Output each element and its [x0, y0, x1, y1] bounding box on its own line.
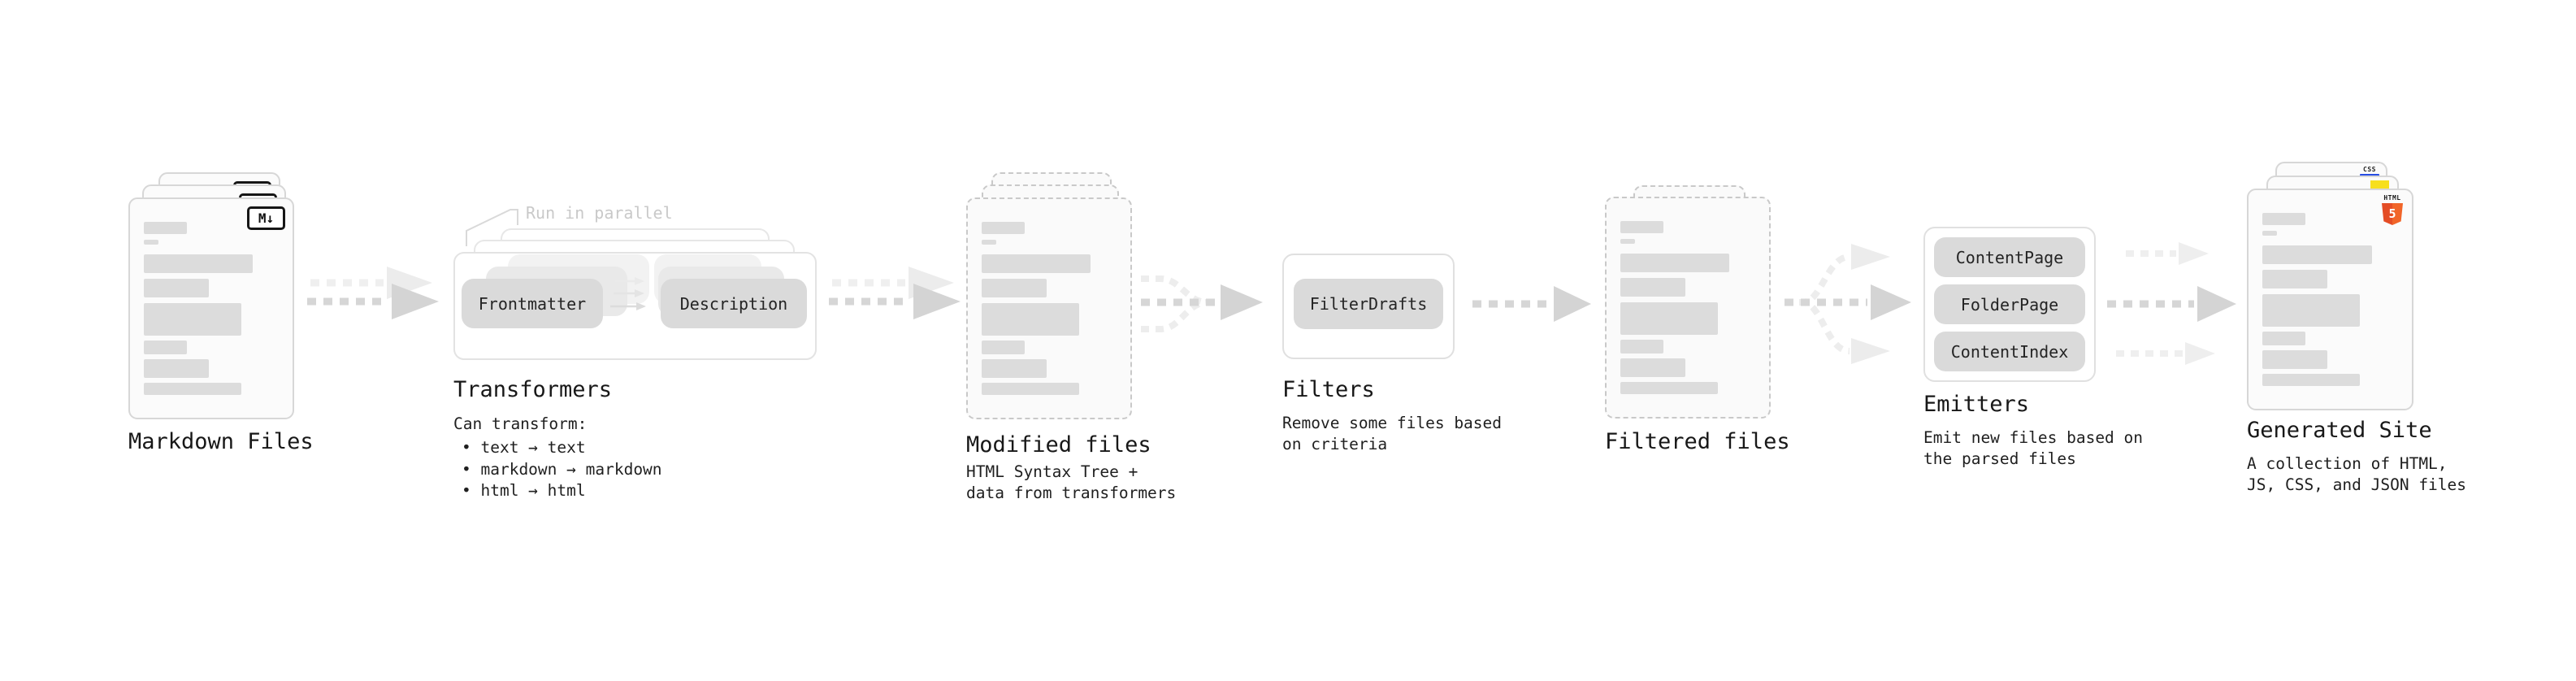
transform-note-item: • text → text — [462, 438, 586, 457]
skeleton-line — [982, 340, 1026, 354]
html5-icon: HTML 5 — [2380, 195, 2405, 225]
contentpage-pill: ContentPage — [1934, 237, 2085, 277]
modified-files-subtitle: HTML Syntax Tree + data from transformer… — [966, 462, 1177, 502]
filterdrafts-pill: FilterDrafts — [1294, 279, 1443, 329]
skeleton-line — [2262, 270, 2328, 288]
emitters-subtitle: Emit new files based on the parsed files — [1923, 428, 2144, 468]
frontmatter-pill: Frontmatter — [462, 279, 603, 328]
skeleton-line — [2262, 294, 2361, 327]
skeleton-line — [2262, 374, 2361, 386]
skeleton-line — [982, 359, 1047, 378]
skeleton-line — [144, 222, 188, 234]
skeleton-line — [2262, 332, 2306, 345]
description-pill: Description — [661, 279, 807, 328]
skeleton-line — [2262, 245, 2373, 264]
emitters-title: Emitters — [1923, 392, 2030, 417]
skeleton-line — [144, 359, 209, 378]
skeleton-line — [1620, 254, 1730, 272]
skeleton-line — [1620, 382, 1718, 394]
generated-site-title: Generated Site — [2247, 418, 2432, 443]
skeleton-line — [144, 254, 254, 273]
folderpage-pill: FolderPage — [1934, 284, 2085, 324]
emitter-pill-list: ContentPage FolderPage ContentIndex — [1923, 227, 2096, 382]
generated-site-subtitle: A collection of HTML, JS, CSS, and JSON … — [2247, 454, 2467, 494]
skeleton-line — [144, 279, 209, 297]
skeleton-line — [982, 222, 1026, 234]
transform-note-item: • html → html — [462, 481, 586, 500]
skeleton-line — [1620, 221, 1664, 233]
arrow-emitters-to-generated — [2107, 242, 2236, 365]
skeleton-line — [2262, 213, 2306, 225]
arrow-transformers-to-modified — [829, 267, 961, 319]
parallel-flow-arrows-icon — [610, 277, 646, 310]
filters-subtitle: Remove some files based on criteria — [1282, 414, 1503, 453]
can-transform-heading: Can transform: — [453, 414, 588, 433]
modified-files-title: Modified files — [966, 432, 1151, 458]
file-content-skeleton — [1607, 198, 1769, 394]
skeleton-line — [1620, 278, 1685, 297]
arrow-modified-to-filters — [1141, 275, 1263, 332]
skeleton-line — [144, 383, 241, 395]
contentindex-pill: ContentIndex — [1934, 332, 2085, 371]
run-in-parallel-label: Run in parallel — [526, 203, 673, 223]
skeleton-line — [144, 340, 188, 354]
modified-file-card-front — [966, 197, 1132, 419]
skeleton-line — [982, 303, 1079, 336]
markdown-file-card-front: M↓ — [128, 197, 294, 419]
callout-leader-line — [466, 209, 518, 246]
skeleton-line — [144, 303, 241, 336]
arrow-filters-to-filtered — [1472, 286, 1591, 322]
skeleton-line — [1620, 358, 1685, 377]
filtered-file-card-front — [1605, 197, 1771, 419]
skeleton-line — [982, 383, 1079, 395]
skeleton-line — [1620, 302, 1718, 335]
skeleton-line — [982, 279, 1047, 297]
arrow-filtered-to-emitters — [1785, 244, 1911, 364]
arrow-markdown-to-transformers — [307, 267, 439, 319]
transform-note-item: • markdown → markdown — [462, 459, 662, 479]
skeleton-line — [144, 240, 159, 245]
filters-box: FilterDrafts — [1282, 254, 1455, 359]
file-content-skeleton — [130, 199, 293, 395]
transform-notes-list: • text → text • markdown → markdown • ht… — [462, 437, 662, 502]
generated-file-card-front: HTML 5 — [2247, 189, 2413, 410]
skeleton-line — [1620, 239, 1636, 244]
filtered-files-title: Filtered files — [1605, 429, 1790, 454]
skeleton-line — [2262, 231, 2278, 236]
transformers-title: Transformers — [453, 377, 613, 402]
markdown-icon: M↓ — [247, 206, 285, 230]
file-content-skeleton — [968, 199, 1130, 395]
skeleton-line — [2262, 350, 2328, 369]
skeleton-line — [982, 240, 997, 245]
skeleton-line — [982, 254, 1091, 273]
file-content-skeleton — [2249, 190, 2412, 386]
skeleton-line — [1620, 340, 1664, 354]
markdown-files-title: Markdown Files — [128, 429, 314, 454]
filters-title: Filters — [1282, 377, 1375, 402]
